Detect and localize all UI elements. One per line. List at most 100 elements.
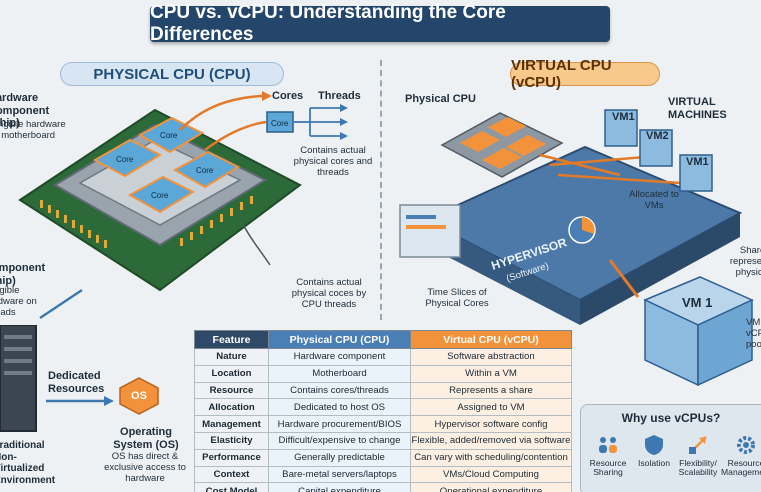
table-header-row: Feature Physical CPU (CPU) Virtual CPU (…	[194, 330, 572, 349]
server-illustration	[0, 325, 37, 432]
people-sharing-icon	[599, 437, 617, 453]
core-label-2: Core	[160, 131, 178, 140]
core-1	[92, 138, 163, 178]
table-cell: Performance	[194, 448, 269, 467]
core-label-1: Core	[116, 155, 134, 164]
threads-label: Threads	[318, 90, 361, 102]
physical-cores	[92, 116, 241, 214]
dedicated-arrow	[46, 396, 114, 406]
core-4	[127, 175, 196, 214]
table-cell: Represents a share	[410, 381, 572, 400]
cpu-pins	[40, 196, 253, 248]
comparison-table: Feature Physical CPU (CPU) Virtual CPU (…	[194, 330, 572, 492]
os-sub: OS has direct & exclusive access to hard…	[104, 451, 186, 484]
header-physical: Physical CPU (CPU)	[268, 330, 411, 349]
isolation-label: Isolation	[637, 458, 670, 468]
table-cell: Can vary with scheduling/contention	[410, 448, 572, 467]
vm-label-3: VM1	[686, 156, 709, 168]
table-cell: Context	[194, 465, 269, 484]
table-cell: Capital expenditure	[268, 482, 411, 492]
page-title: CPU vs. vCPU: Understanding the Core Dif…	[150, 2, 610, 45]
table-cell: Within a VM	[410, 364, 572, 383]
hardware-component-label: Hardware Component (Chip)	[0, 92, 50, 130]
table-cell: Contains cores/threads	[268, 381, 411, 400]
physical-cpu-label: Physical CPU	[405, 93, 476, 105]
table-cell: Cost Model	[194, 482, 269, 492]
table-cell: Hardware procurement/BIOS	[268, 415, 411, 433]
resource-management-item: Resource Management	[721, 433, 761, 478]
flexibility-label: Flexibility/ Scalability	[678, 458, 718, 478]
table-cell: Hardware component	[268, 348, 411, 366]
table-cell: Flexible, added/removed via software	[410, 431, 572, 450]
table-cell: Location	[194, 364, 269, 383]
table-cell: Difficult/expensive to change	[268, 431, 411, 450]
table-cell: Dedicated to host OS	[268, 398, 411, 417]
table-cell: Nature	[194, 348, 269, 366]
component-chip-label: Component (Chip)	[0, 262, 46, 287]
vm-side-note: VM sees vCPU pool	[746, 317, 761, 350]
header-feature: Feature	[194, 330, 269, 349]
chip-core-b	[488, 117, 526, 137]
vm-cubes	[604, 109, 713, 192]
shield-icon	[645, 435, 663, 455]
resource-management-label: Resource Management	[721, 458, 761, 478]
vm1-title: VM 1	[682, 295, 713, 310]
core-2	[137, 116, 205, 154]
table-cell: Software abstraction	[410, 348, 572, 366]
resource-sharing-item: Resource Sharing	[583, 433, 633, 478]
virtual-cpu-heading: VIRTUAL CPU (vCPU)	[510, 57, 660, 91]
table-cell: Operational expenditure	[410, 482, 572, 492]
physical-cpu-chip	[440, 112, 564, 178]
chip-core-c	[506, 135, 546, 156]
physical-cpu-heading: PHYSICAL CPU (CPU)	[60, 62, 284, 86]
contains-coces-note: Contains actual physical coces by CPU th…	[291, 277, 367, 310]
vm-label-1: VM1	[612, 111, 635, 123]
contains-cores-note: Contains actual physical cores and threa…	[293, 145, 373, 178]
table-cell: Generally predictable	[268, 448, 411, 467]
allocation-beams	[539, 153, 681, 185]
arrow-to-cores	[179, 94, 263, 131]
double-arrow	[39, 288, 83, 320]
time-slice-screen	[399, 204, 461, 258]
core-label-3: Core	[196, 166, 214, 175]
table-cell: VMs/Cloud Computing	[410, 465, 572, 484]
thread-arrowheads	[340, 104, 348, 140]
chip-core-a	[460, 131, 500, 152]
table-cell: Assigned to VM	[410, 398, 572, 417]
traditional-env-label: Traditional Non-Virtualized Environment	[0, 440, 56, 486]
gear-icon	[737, 436, 755, 454]
table-cell: Motherboard	[268, 364, 411, 383]
thread-arrows	[294, 107, 340, 137]
isolation-item: Isolation	[629, 433, 679, 468]
arrow-to-core-box	[204, 120, 267, 152]
cores-label: Cores	[272, 90, 304, 102]
component-chip-sub: Tangible hardware on threads	[0, 285, 37, 318]
physical-cpu-illustration: Core Core Core Core Core	[18, 91, 348, 320]
shares-note: Shares represent physical	[729, 245, 761, 278]
core-3	[172, 150, 241, 189]
os-chip-label: OS	[131, 390, 147, 402]
allocated-note: Allocated to VMs	[629, 189, 679, 211]
table-cell: Management	[194, 415, 269, 433]
os-chip	[119, 377, 159, 415]
table-cell: Elasticity	[194, 431, 269, 450]
core-label-4: Core	[151, 191, 169, 200]
dedicated-resources-label: Dedicated Resources	[48, 370, 105, 395]
table-cell: Bare-metal servers/laptops	[268, 465, 411, 484]
core-box	[266, 111, 294, 133]
resource-sharing-label: Resource Sharing	[589, 458, 627, 478]
table-cell: Allocation	[194, 398, 269, 417]
virtual-cpu-illustration	[399, 109, 754, 387]
scale-arrows-icon	[689, 436, 707, 454]
virtual-machines-label: VIRTUAL MACHINES	[668, 96, 727, 121]
hardware-component-sub: Tangible hardware on motherboard	[0, 119, 66, 141]
